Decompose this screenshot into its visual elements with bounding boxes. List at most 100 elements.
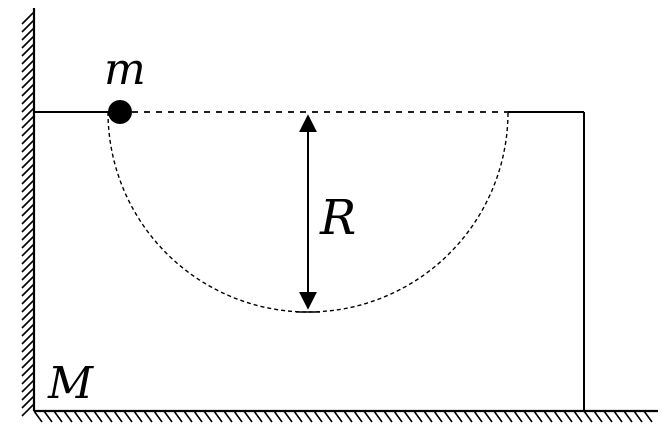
radius-label: R <box>319 190 356 246</box>
ground-hatch-mark <box>363 410 373 423</box>
ground-hatch-mark <box>593 410 603 423</box>
ground-hatch-mark <box>643 410 653 423</box>
wall-hatch-mark <box>21 315 35 329</box>
wall-hatch-mark <box>21 235 35 249</box>
wall-hatch-mark <box>21 27 35 41</box>
ground-hatch-mark <box>133 410 143 423</box>
small-mass-ball <box>108 100 132 124</box>
wall-hatch-mark <box>21 243 35 257</box>
wall-hatch-mark <box>21 43 35 57</box>
wall-hatch-mark <box>21 395 35 409</box>
wall-hatch-mark <box>21 123 35 137</box>
wall-hatch-mark <box>21 11 35 25</box>
ground-hatch-mark <box>453 410 463 423</box>
ground-hatch-mark <box>433 410 443 423</box>
wall-hatch-mark <box>21 307 35 321</box>
ground-hatch-mark <box>223 410 233 423</box>
wall-hatch-mark <box>21 35 35 49</box>
wall-hatch-mark <box>21 171 35 185</box>
ground-hatch-mark <box>403 410 413 423</box>
ground-hatch-mark <box>423 410 433 423</box>
wall-hatch-mark <box>21 379 35 393</box>
ground-hatch-mark <box>563 410 573 423</box>
ground-hatch-mark <box>413 410 423 423</box>
ground-hatch-mark <box>353 410 363 423</box>
wall-hatch-mark <box>21 59 35 73</box>
ground-hatch-mark <box>173 410 183 423</box>
wall-hatch-mark <box>21 99 35 113</box>
wall-hatch-mark <box>21 211 35 225</box>
mass-small-label: m <box>104 44 146 95</box>
ground-hatch-mark <box>313 410 323 423</box>
wall-hatch-mark <box>21 331 35 345</box>
ground-hatch-mark <box>113 410 123 423</box>
ground-hatch-mark <box>123 410 133 423</box>
wall-hatch-mark <box>21 259 35 273</box>
wall-hatch-mark <box>21 291 35 305</box>
wall-hatch-mark <box>21 91 35 105</box>
ground-hatch-mark <box>543 410 553 423</box>
wall-hatch-mark <box>21 75 35 89</box>
ground-hatch-mark <box>503 410 513 423</box>
wall-hatch-mark <box>21 227 35 241</box>
wall-hatch-mark <box>21 131 35 145</box>
ground-hatch-mark <box>463 410 473 423</box>
ground-hatch-mark <box>553 410 563 423</box>
left-wall-hatch <box>21 11 35 417</box>
ground-hatch-mark <box>203 410 213 423</box>
ground-hatch-mark <box>513 410 523 423</box>
ground-hatch-mark <box>483 410 493 423</box>
ground-hatch-mark <box>293 410 303 423</box>
wall-hatch-mark <box>21 83 35 97</box>
ground-hatch-mark <box>183 410 193 423</box>
ground-hatch-mark <box>43 410 53 423</box>
wall-hatch-mark <box>21 219 35 233</box>
wall-hatch-mark <box>21 187 35 201</box>
wall-hatch-mark <box>21 275 35 289</box>
ground-hatch-mark <box>253 410 263 423</box>
ground-hatch-mark <box>493 410 503 423</box>
ground-hatch-mark <box>393 410 403 423</box>
left-wall <box>21 8 36 417</box>
wall-hatch-mark <box>21 19 35 33</box>
ground-hatch-mark <box>333 410 343 423</box>
ground-hatch-mark <box>83 410 93 423</box>
ground-hatch-mark <box>273 410 283 423</box>
wall-hatch-mark <box>21 147 35 161</box>
ground-hatch-mark <box>193 410 203 423</box>
wall-hatch-mark <box>21 251 35 265</box>
wall-hatch-mark <box>21 67 35 81</box>
wall-hatch-mark <box>21 155 35 169</box>
wall-hatch-mark <box>21 267 35 281</box>
wall-hatch-mark <box>21 299 35 313</box>
wall-hatch-mark <box>21 339 35 353</box>
ground-hatch-mark <box>473 410 483 423</box>
ground-hatch-mark <box>623 410 633 423</box>
ground-hatch-mark <box>213 410 223 423</box>
ground-hatch-mark <box>53 410 63 423</box>
wall-hatch-mark <box>21 387 35 401</box>
wall-hatch-mark <box>21 51 35 65</box>
wall-hatch-mark <box>21 403 35 417</box>
wall-hatch-mark <box>21 107 35 121</box>
ground-hatch-mark <box>343 410 353 423</box>
ground-hatch-mark <box>63 410 73 423</box>
ground-hatch-mark <box>153 410 163 423</box>
wall-hatch-mark <box>21 323 35 337</box>
mass-block-label: M <box>47 358 94 409</box>
ground-hatch-mark <box>303 410 313 423</box>
ground-hatch-mark <box>373 410 383 423</box>
wall-hatch-mark <box>21 283 35 297</box>
ground-hatch-mark <box>533 410 543 423</box>
block <box>34 111 585 411</box>
ground-hatch-mark <box>283 410 293 423</box>
ground-hatch-mark <box>93 410 103 423</box>
ground-hatch-mark <box>383 410 393 423</box>
wall-hatch-mark <box>21 203 35 217</box>
ground-hatch <box>33 410 653 423</box>
wall-hatch-mark <box>21 363 35 377</box>
wall-hatch-mark <box>21 355 35 369</box>
ground-hatch-mark <box>443 410 453 423</box>
ground <box>33 409 658 423</box>
ground-hatch-mark <box>583 410 593 423</box>
